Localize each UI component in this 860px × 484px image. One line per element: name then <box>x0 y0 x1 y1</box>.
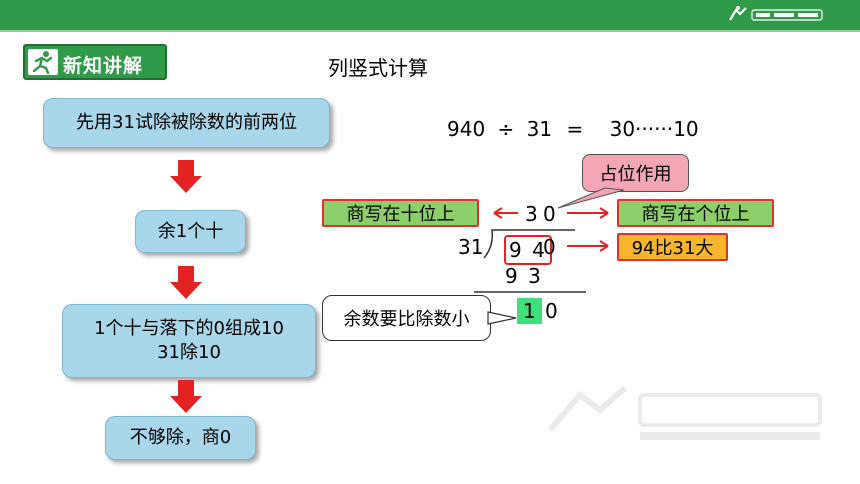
header-bar <box>0 0 860 30</box>
dividend-last: 0 <box>543 235 556 259</box>
remainder-rule-callout: 余数要比除数小 <box>322 295 491 341</box>
running-person-icon <box>28 49 58 75</box>
remainder-rule-text: 余数要比除数小 <box>343 309 470 330</box>
quotient-ones: 0 <box>543 202 556 226</box>
placeholder-callout: 占位作用 <box>582 154 689 192</box>
step-4: 不够除，商0 <box>105 416 256 460</box>
equation-equals: = <box>566 117 584 141</box>
tens-place-label: 商写在十位上 <box>322 199 479 227</box>
equation-divisor: 31 <box>526 117 553 141</box>
equation-result: 30······10 <box>609 117 699 141</box>
ones-place-text: 商写在个位上 <box>641 204 750 225</box>
equation: 940 ÷ 31 = 30······10 <box>447 117 699 141</box>
watermark-logo-icon <box>547 385 822 440</box>
tens-place-text: 商写在十位上 <box>346 204 455 225</box>
product: 9 3 <box>505 264 543 288</box>
equation-operator: ÷ <box>497 117 515 141</box>
compare-label: 94比31大 <box>617 233 728 261</box>
compare-text: 94比31大 <box>631 238 714 259</box>
section-label: 新知讲解 <box>63 55 144 77</box>
ones-place-label: 商写在个位上 <box>617 199 774 227</box>
step-2: 余1个十 <box>135 210 246 253</box>
remainder-tens: 1 <box>517 298 542 324</box>
placeholder-callout-text: 占位作用 <box>599 164 672 185</box>
down-arrow-icon <box>170 380 202 413</box>
quotient-tens: 3 <box>525 202 538 226</box>
remainder-ones: 0 <box>545 299 558 323</box>
step-3: 1个十与落下的0组成10 31除10 <box>62 304 316 378</box>
divisor: 31 <box>458 235 484 259</box>
down-arrow-icon <box>170 266 202 299</box>
equation-dividend: 940 <box>447 117 486 141</box>
header-stripe <box>0 30 860 32</box>
down-arrow-icon <box>170 160 202 193</box>
page-title: 列竖式计算 <box>328 56 428 80</box>
section-badge: 新知讲解 <box>23 44 167 80</box>
brand-logo-icon <box>729 6 823 21</box>
step-1: 先用31试除被除数的前两位 <box>43 98 330 148</box>
